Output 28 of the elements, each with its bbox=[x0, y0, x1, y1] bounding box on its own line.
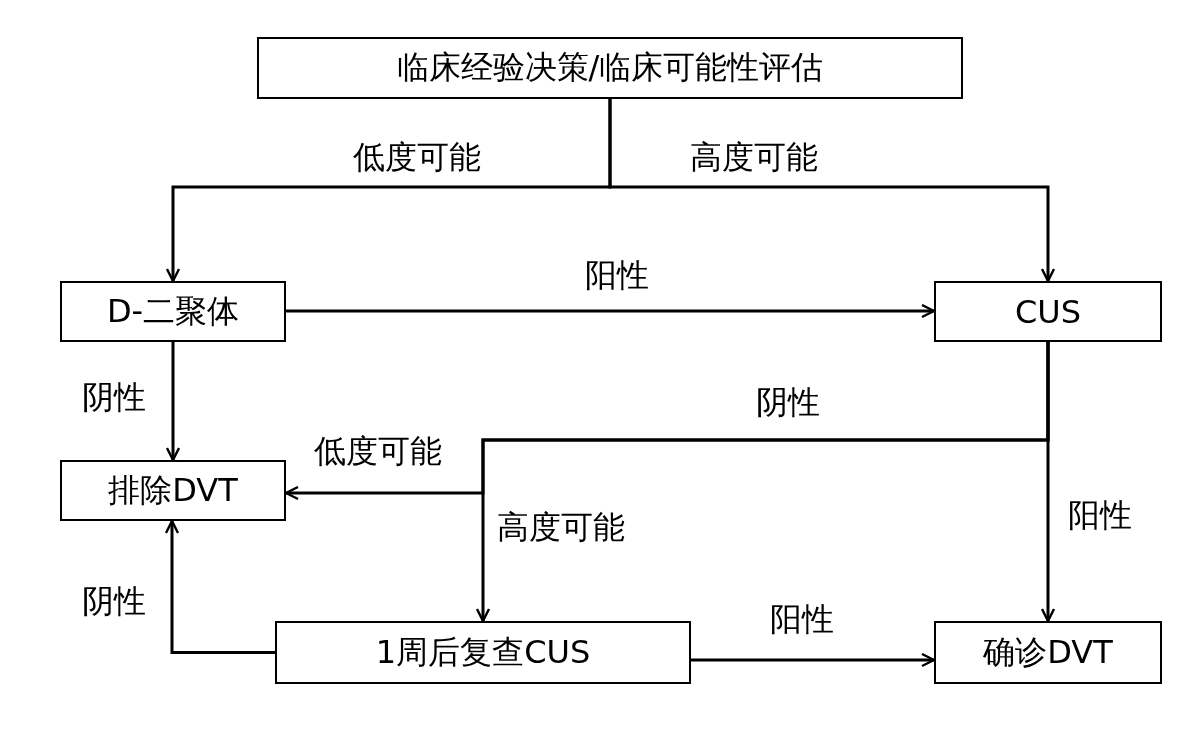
branch-label: 阴性 bbox=[756, 385, 820, 421]
process-box bbox=[60, 460, 286, 521]
arrow bbox=[165, 342, 181, 462]
node-text: 排除DVT bbox=[108, 469, 238, 511]
arrow bbox=[164, 519, 275, 654]
edge-label: 阳性 bbox=[1068, 498, 1132, 534]
arrow bbox=[286, 303, 936, 319]
arrow bbox=[608, 99, 1056, 283]
edge-label: 阴性 bbox=[82, 380, 146, 416]
node-text: CUS bbox=[1014, 292, 1082, 331]
process-box bbox=[60, 281, 286, 342]
node-text: 确诊DVT bbox=[983, 631, 1113, 673]
arrow bbox=[691, 652, 936, 668]
process-box bbox=[934, 281, 1162, 342]
edge-label: 阳性 bbox=[585, 258, 649, 294]
edge-label: 高度可能 bbox=[497, 510, 625, 546]
edge-label: 阴性 bbox=[82, 584, 146, 620]
edge-label: 阳性 bbox=[770, 602, 834, 638]
edge-label: 低度可能 bbox=[353, 140, 481, 176]
process-box bbox=[934, 621, 1162, 684]
arrow bbox=[1040, 342, 1056, 623]
process-box bbox=[257, 37, 963, 99]
node-text: 1周后复查CUS bbox=[375, 631, 591, 673]
process-box bbox=[275, 621, 691, 684]
edge-label: 高度可能 bbox=[690, 140, 818, 176]
node-text: D-二聚体 bbox=[106, 290, 240, 332]
node-text: 临床经验决策/临床可能性评估 bbox=[396, 47, 824, 88]
edge-label: 低度可能 bbox=[314, 434, 442, 470]
